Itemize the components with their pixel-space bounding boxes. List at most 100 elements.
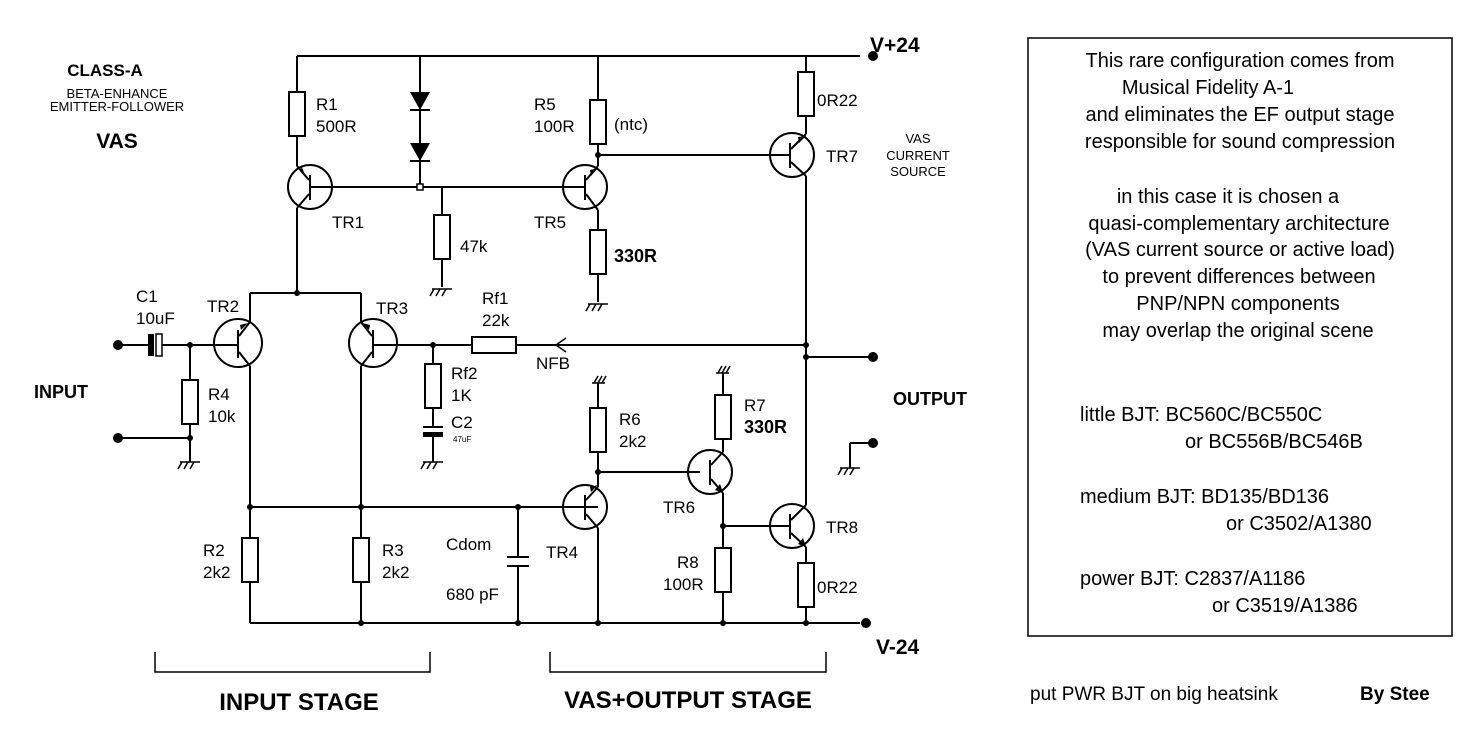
tr7-label: TR7 — [826, 147, 858, 166]
note-line-5: in this case it is chosen a — [1117, 186, 1340, 208]
note-line-7: (VAS current source or active load) — [1085, 239, 1395, 261]
cdom-value: 680 pF — [446, 585, 499, 604]
r5-value: 100R — [534, 117, 575, 136]
r6-ref: R6 — [619, 410, 641, 429]
tr5-label: TR5 — [534, 213, 566, 232]
r3-ref: R3 — [382, 541, 404, 560]
tr6-transistor — [687, 449, 733, 548]
author-credit: By Stee — [1360, 684, 1430, 705]
r4-resistor — [177, 345, 200, 470]
re-top-value: 0R22 — [817, 91, 858, 110]
r2-value: 2k2 — [203, 563, 230, 582]
r5-ref: R5 — [534, 95, 556, 114]
note-line-6: quasi-complementary architecture — [1088, 213, 1389, 235]
rf1-value: 22k — [482, 311, 510, 330]
r8-resistor — [714, 547, 732, 626]
c1-ref: C1 — [136, 287, 158, 306]
r1-value: 500R — [316, 117, 357, 136]
note-line-1: This rare configuration comes from — [1085, 50, 1394, 72]
vas-source-line2: CURRENT — [886, 148, 950, 163]
c2-capacitor — [420, 426, 443, 470]
cdom-ref: Cdom — [446, 535, 491, 554]
input-ground-jack — [113, 433, 193, 443]
heatsink-note: put PWR BJT on big heatsink — [1030, 684, 1278, 705]
c2-value: 47uF — [453, 435, 471, 444]
note-line-12: or BC556B/BC546B — [1185, 431, 1363, 453]
r47k-value: 47k — [460, 237, 488, 256]
r2-resistor — [241, 537, 259, 583]
note-line-14: or C3502/A1380 — [1226, 513, 1372, 535]
notes-box — [1027, 37, 1453, 637]
negative-rail — [250, 618, 871, 628]
r5-resistor — [589, 56, 607, 166]
tr8-label: TR8 — [826, 518, 858, 537]
r5-note: (ntc) — [614, 115, 648, 134]
r3-value: 2k2 — [382, 563, 409, 582]
input-stage-label: INPUT STAGE — [219, 689, 379, 716]
rf2-ref: Rf2 — [451, 364, 477, 383]
note-line-13: medium BJT: BD135/BD136 — [1080, 486, 1329, 508]
r6-resistor — [589, 375, 607, 487]
output-ground-jack — [837, 438, 878, 476]
rf2-resistor — [424, 345, 442, 426]
c1-value: 10uF — [136, 309, 175, 328]
input-jack — [113, 340, 148, 350]
vas-output-stage-bracket — [549, 652, 827, 673]
r47k-resistor — [429, 187, 452, 297]
r1-resistor — [288, 56, 306, 166]
input-label: INPUT — [34, 382, 88, 402]
note-line-11: little BJT: BC560C/BC550C — [1080, 404, 1322, 426]
notes-text: This rare configuration comes from Music… — [1080, 50, 1395, 617]
diode-string — [410, 56, 430, 191]
nfb-label: NFB — [536, 354, 570, 373]
tr7-transistor — [769, 132, 815, 350]
tr3-label: TR3 — [376, 299, 408, 318]
note-line-4: responsible for sound compression — [1085, 131, 1395, 153]
title-vas: VAS — [96, 130, 138, 153]
vplus-label: V+24 — [870, 34, 920, 57]
tr2-label: TR2 — [207, 297, 239, 316]
r2-ref: R2 — [203, 541, 225, 560]
tr2-transistor — [213, 293, 263, 623]
output-label: OUTPUT — [893, 389, 967, 409]
vas-output-stage-label: VAS+OUTPUT STAGE — [564, 687, 812, 714]
c2-ref: C2 — [451, 413, 473, 432]
tr5-transistor — [440, 164, 608, 230]
tr4-label: TR4 — [546, 543, 578, 562]
rf1-ref: Rf1 — [482, 289, 508, 308]
title-class-a: CLASS-A — [67, 61, 143, 80]
r7-value: 330R — [744, 417, 787, 437]
r7-resistor — [714, 365, 732, 452]
c1-capacitor — [148, 333, 215, 357]
note-line-3: and eliminates the EF output stage — [1085, 104, 1394, 126]
cdom-capacitor — [507, 507, 529, 626]
r8-value: 100R — [663, 575, 704, 594]
note-line-10: may overlap the original scene — [1102, 320, 1373, 342]
r330-value: 330R — [614, 246, 657, 266]
tr6-label: TR6 — [663, 498, 695, 517]
r1-ref: R1 — [316, 95, 338, 114]
vas-source-line1: VAS — [905, 131, 930, 146]
tr1-label: TR1 — [332, 213, 364, 232]
r6-value: 2k2 — [619, 432, 646, 451]
re-bottom-value: 0R22 — [817, 578, 858, 597]
input-stage-bracket — [154, 652, 431, 673]
vas-source-line3: SOURCE — [890, 164, 946, 179]
rf1-resistor — [397, 336, 806, 354]
note-line-9: PNP/NPN components — [1136, 293, 1339, 315]
r330-resistor — [585, 229, 608, 312]
title-beta-enhance: BETA-ENHANCE — [67, 86, 168, 101]
r8-ref: R8 — [677, 553, 699, 572]
note-line-16: or C3519/A1386 — [1212, 595, 1358, 617]
positive-rail — [297, 51, 878, 61]
title-emitter-follower: EMITTER-FOLLOWER — [50, 99, 184, 114]
rf2-value: 1K — [451, 386, 472, 405]
note-line-8: to prevent differences between — [1102, 266, 1375, 288]
r3-resistor — [352, 537, 370, 583]
r4-ref: R4 — [208, 385, 230, 404]
tr4-transistor — [562, 484, 608, 626]
tr8-transistor — [769, 345, 815, 563]
note-line-2: Musical Fidelity A-1 — [1122, 77, 1294, 99]
re-bottom-resistor — [797, 562, 815, 626]
